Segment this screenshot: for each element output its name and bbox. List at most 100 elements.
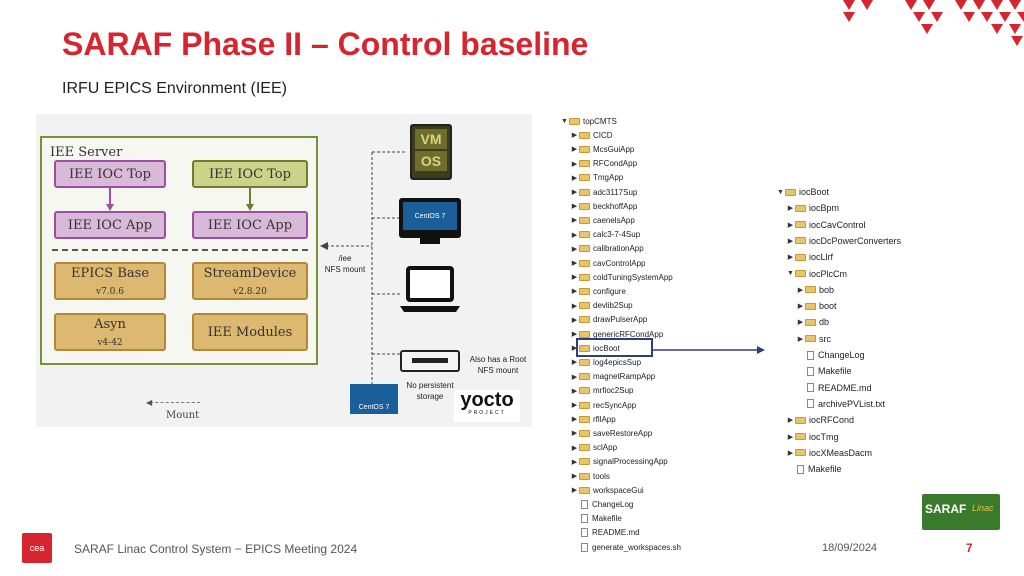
expand-right-icon[interactable]: ▶ <box>571 274 578 282</box>
tree-item[interactable]: ▶drawPulserApp <box>570 314 647 326</box>
tree-item[interactable]: ▶ bob <box>796 284 834 296</box>
tree-item[interactable]: ▶boot <box>796 300 837 312</box>
tree-item[interactable]: ▶src <box>796 333 831 345</box>
tree-item[interactable]: ▶recSyncApp <box>570 399 636 411</box>
tree-item[interactable]: ▶db <box>796 316 829 328</box>
expand-right-icon[interactable]: ▶ <box>571 444 578 452</box>
expand-right-icon[interactable]: ▶ <box>797 303 804 311</box>
expand-down-icon[interactable]: ▼ <box>777 188 784 196</box>
expand-right-icon[interactable]: ▶ <box>787 221 794 229</box>
expand-down-icon[interactable]: ▼ <box>561 117 568 125</box>
expand-down-icon[interactable]: ▼ <box>787 270 794 277</box>
tree-item[interactable]: ▶adc3117Sup <box>570 186 638 198</box>
tree-item[interactable]: generate_workspaces.sh <box>570 541 681 553</box>
expand-right-icon[interactable]: ▶ <box>571 160 578 168</box>
tree-item[interactable]: ▶workspaceGui <box>570 484 644 496</box>
tree-item[interactable]: ▶McsGuiApp <box>570 143 635 155</box>
tree-item[interactable]: ▶CICD <box>570 129 613 141</box>
expand-right-icon[interactable]: ▶ <box>787 205 794 213</box>
expand-right-icon[interactable]: ▶ <box>571 316 578 324</box>
tree-item[interactable]: ▶sclApp <box>570 442 617 454</box>
tree-item[interactable]: ▶tools <box>570 470 610 482</box>
tree-item[interactable]: ▶ saveRestoreApp <box>570 427 652 439</box>
tree-item[interactable]: ▶log4epicsSup <box>570 356 641 368</box>
tree-item[interactable]: ▶signalProcessingApp <box>570 456 668 468</box>
tree-item[interactable]: ▶ RFCondApp <box>570 158 637 170</box>
expand-right-icon[interactable]: ▶ <box>571 302 578 310</box>
tree-item[interactable]: ▶coldTuningSystemApp <box>570 271 673 283</box>
laptop-icon <box>400 266 460 312</box>
folder-icon <box>795 433 806 440</box>
tree-item[interactable]: ▶iocRFCond <box>786 414 854 426</box>
tree-item[interactable]: ▶mrfioc2Sup <box>570 385 634 397</box>
centos-label: CentOS 7 <box>414 212 446 220</box>
tree-item[interactable]: ▶iocCavControl <box>786 219 866 231</box>
tree-item[interactable]: ▶iocXMeasDacm <box>786 447 872 459</box>
expand-right-icon[interactable]: ▶ <box>571 373 578 381</box>
tree-item[interactable]: Makefile <box>796 365 852 377</box>
tree-item[interactable]: archivePVList.txt <box>796 398 885 410</box>
expand-right-icon[interactable]: ▶ <box>571 387 578 395</box>
tree-item[interactable]: ▶beckhoffApp <box>570 200 638 212</box>
expand-right-icon[interactable]: ▶ <box>571 203 578 211</box>
tree-item-label: bob <box>819 284 835 295</box>
expand-right-icon[interactable]: ▶ <box>787 237 794 245</box>
expand-right-icon[interactable]: ▶ <box>571 430 578 438</box>
layer-divider <box>52 249 308 251</box>
expand-right-icon[interactable]: ▶ <box>571 245 578 253</box>
tree-item[interactable]: ▶genericRFCondApp <box>570 328 663 340</box>
tree-item-label: saveRestoreApp <box>593 428 653 438</box>
expand-right-icon[interactable]: ▶ <box>571 331 578 338</box>
tree-item-label: RFCondApp <box>593 159 638 169</box>
tree-item[interactable]: README.md <box>796 382 872 394</box>
expand-right-icon[interactable]: ▶ <box>571 189 578 196</box>
tree-item[interactable]: ▼iocBoot <box>776 186 829 198</box>
expand-right-icon[interactable]: ▶ <box>797 286 804 294</box>
folder-icon <box>579 273 590 281</box>
tree-item[interactable]: ▶calc3-7-4Sup <box>570 229 640 241</box>
expand-right-icon[interactable]: ▶ <box>571 458 578 466</box>
expand-right-icon[interactable]: ▶ <box>797 335 804 343</box>
tree-item[interactable]: ▶iocTmg <box>786 431 839 443</box>
asyn-label: Asyn <box>94 316 126 332</box>
tree-item[interactable]: ChangeLog <box>570 498 633 510</box>
expand-right-icon[interactable]: ▶ <box>571 345 578 353</box>
tree-item[interactable]: ChangeLog <box>796 349 865 361</box>
expand-right-icon[interactable]: ▶ <box>787 254 794 262</box>
tree-item[interactable]: ▶magnetRampApp <box>570 371 655 383</box>
expand-right-icon[interactable]: ▶ <box>787 417 794 425</box>
expand-right-icon[interactable]: ▶ <box>571 217 578 225</box>
tree-item[interactable]: ▶TmgApp <box>570 172 623 184</box>
expand-right-icon[interactable]: ▶ <box>571 146 578 154</box>
expand-right-icon[interactable]: ▶ <box>571 260 578 267</box>
tree-item[interactable]: ▶iocBpm <box>786 202 839 214</box>
tree-item[interactable]: ▶devlib2Sup <box>570 300 633 312</box>
expand-right-icon[interactable]: ▶ <box>571 473 578 480</box>
tree-item[interactable]: ▶iocBoot <box>570 342 620 354</box>
expand-right-icon[interactable]: ▶ <box>571 231 578 239</box>
tree-item[interactable]: ▶cavControlApp <box>570 257 646 269</box>
expand-right-icon[interactable]: ▶ <box>571 132 578 140</box>
expand-right-icon[interactable]: ▶ <box>571 288 578 296</box>
tree-item[interactable]: ▶configure <box>570 285 626 297</box>
tree-item[interactable]: Makefile <box>786 463 842 475</box>
tree-item[interactable]: ▼iocPlcCm <box>786 268 847 280</box>
tree-item[interactable]: ▶iocDcPowerConverters <box>786 235 901 247</box>
expand-right-icon[interactable]: ▶ <box>787 433 794 441</box>
expand-right-icon[interactable]: ▶ <box>571 402 578 409</box>
expand-right-icon[interactable]: ▶ <box>571 359 578 367</box>
tree-item[interactable]: ▼topCMTS <box>560 115 617 127</box>
tree-item[interactable]: Makefile <box>570 513 622 525</box>
tree-item[interactable]: ▶calibrationApp <box>570 243 644 255</box>
corner-pattern <box>843 0 1024 46</box>
expand-right-icon[interactable]: ▶ <box>797 319 804 327</box>
tree-item[interactable]: ▶iocLlrf <box>786 251 833 263</box>
expand-right-icon[interactable]: ▶ <box>787 449 794 457</box>
expand-right-icon[interactable]: ▶ <box>571 416 578 424</box>
ioc-app-box-1-label: IEE IOC App <box>67 217 153 233</box>
tree-item[interactable]: ▶caenelsApp <box>570 214 635 226</box>
tree-item[interactable]: ▶rfllApp <box>570 413 616 425</box>
expand-right-icon[interactable]: ▶ <box>571 174 578 182</box>
expand-right-icon[interactable]: ▶ <box>571 487 578 495</box>
tree-item[interactable]: README.md <box>570 527 640 539</box>
